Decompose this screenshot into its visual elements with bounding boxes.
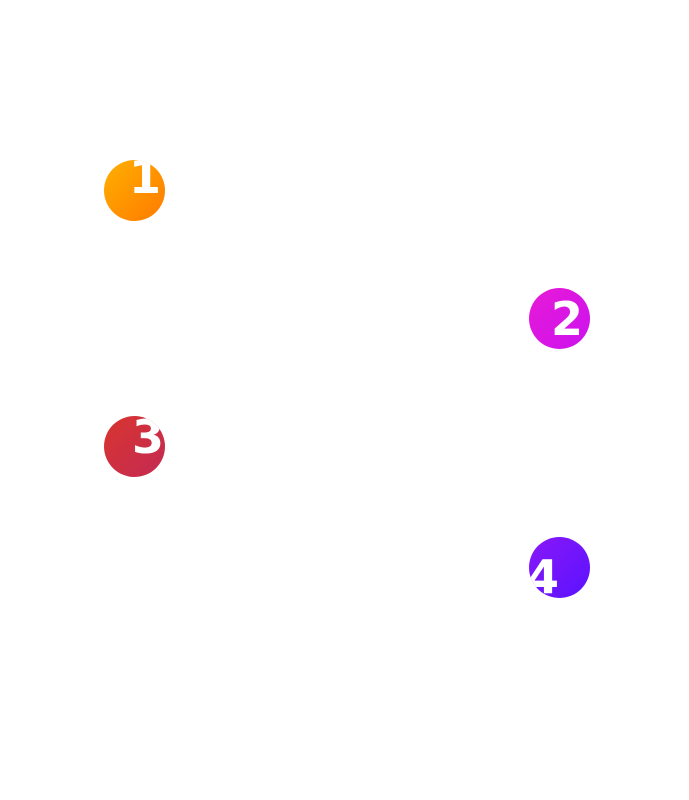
step-3-badge: 3 (104, 416, 165, 477)
step-1-badge: 1 (104, 160, 165, 221)
step-2-badge: 2 (529, 288, 590, 349)
step-3-number: 3 (132, 416, 165, 464)
step-4-badge: 4 (529, 537, 590, 598)
step-2-number: 2 (551, 292, 584, 346)
step-1-number: 1 (129, 160, 162, 204)
step-4-number: 4 (529, 550, 560, 598)
